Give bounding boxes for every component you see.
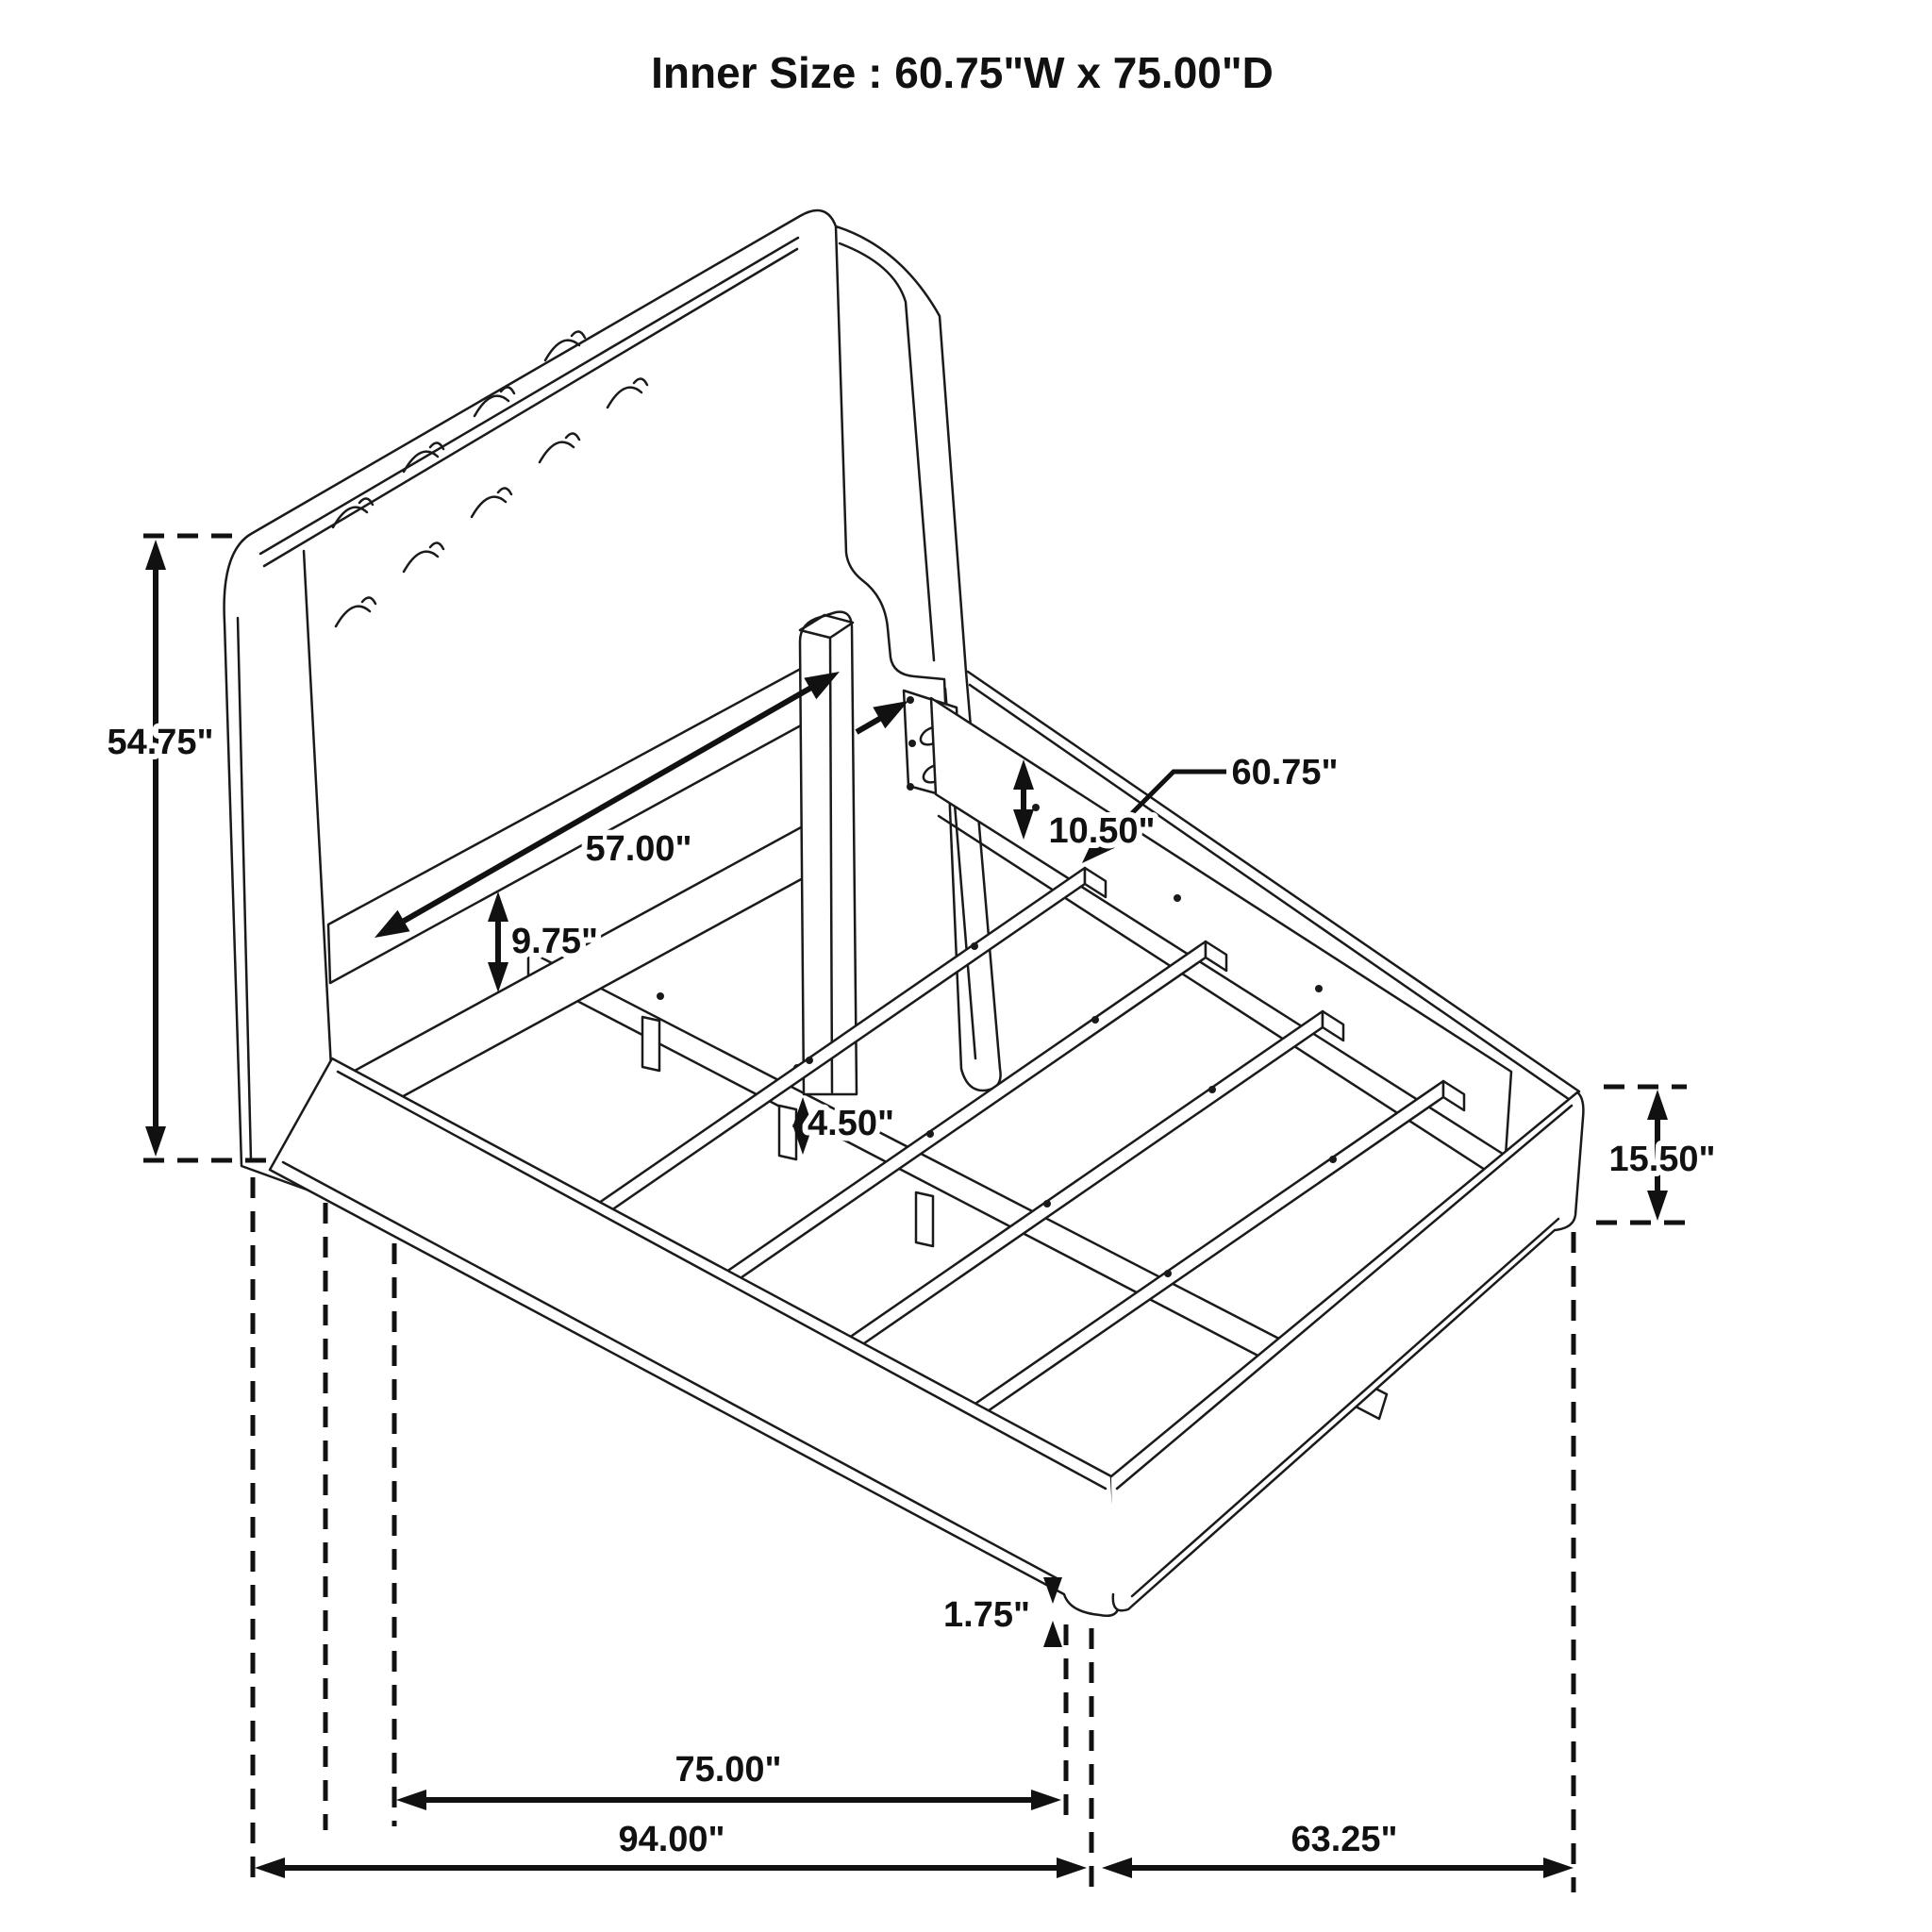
slats [582,866,1466,1444]
label-side-rail-height: 10.50" [1048,811,1155,851]
base-near-rim-line [336,1070,1108,1491]
label-headboard-height: 54.75" [107,723,213,762]
center-rail [526,949,1389,1421]
center-post-top-face [798,613,855,640]
base-near-bottom-line [281,1160,1060,1581]
base-foot-rim-line [1115,1104,1574,1491]
center-post-front-edge [828,636,834,1094]
base-foot-face-fill [1111,1092,1584,1611]
label-footboard-width: 63.25" [1291,1820,1397,1859]
headboard-piping-left [236,616,253,1162]
headboard-piping-top [258,236,800,568]
dim-60-75-leader [1089,769,1226,857]
base-foot-face-outline [1109,1091,1585,1612]
label-floor-clearance: 1.75" [943,1595,1030,1635]
diagram-title: Inner Size : 60.75"W x 75.00"D [651,48,1274,97]
dim-57-arrow [392,678,824,929]
far-box-rim [966,670,1581,1106]
label-slat-leg-height: 4.50" [808,1104,894,1143]
label-slat-length: 60.75" [1231,753,1338,792]
label-footboard-height: 15.50" [1608,1140,1715,1179]
dim-57-arrow-tail [855,715,883,735]
center-rail-legs [641,1015,935,1248]
base-foot-bottom-line [1130,1217,1560,1598]
label-headboard-inner-width: 57.00" [585,829,691,869]
label-inner-depth: 75.00" [675,1750,781,1790]
far-rail-ledge-line [937,814,1497,1178]
label-overall-length: 94.00" [618,1820,724,1859]
label-rail-gap: 9.75" [511,922,598,961]
